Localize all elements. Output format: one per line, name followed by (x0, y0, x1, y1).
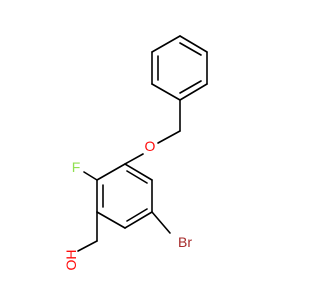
hydroxyl-atom-label: OH (63, 250, 79, 271)
ch2-oh-bond (77, 240, 98, 252)
bond (124, 211, 153, 229)
oxygen-atom-label: O (145, 138, 156, 154)
bond (151, 35, 181, 53)
bond (179, 35, 208, 53)
bromine-bond (151, 211, 171, 234)
double-bond-inner (126, 170, 148, 184)
fluorine-bond (83, 171, 98, 181)
bond (124, 163, 153, 181)
bond (179, 83, 208, 101)
double-bond-inner (179, 42, 202, 56)
phenyl-ring (151, 35, 208, 101)
central-benzene-ring (96, 163, 153, 229)
bond (151, 83, 181, 101)
ch2-oxygen-bond (157, 130, 181, 144)
fluorine-atom-label: F (72, 159, 81, 175)
double-bond-inner (179, 80, 202, 94)
oxygen-ring-bond (124, 153, 144, 165)
chemical-structure-diagram: O F Br OH (63, 35, 208, 271)
bond (96, 211, 126, 229)
bond (96, 163, 126, 181)
double-bond-inner (126, 208, 148, 222)
bromine-atom-label: Br (178, 234, 192, 250)
